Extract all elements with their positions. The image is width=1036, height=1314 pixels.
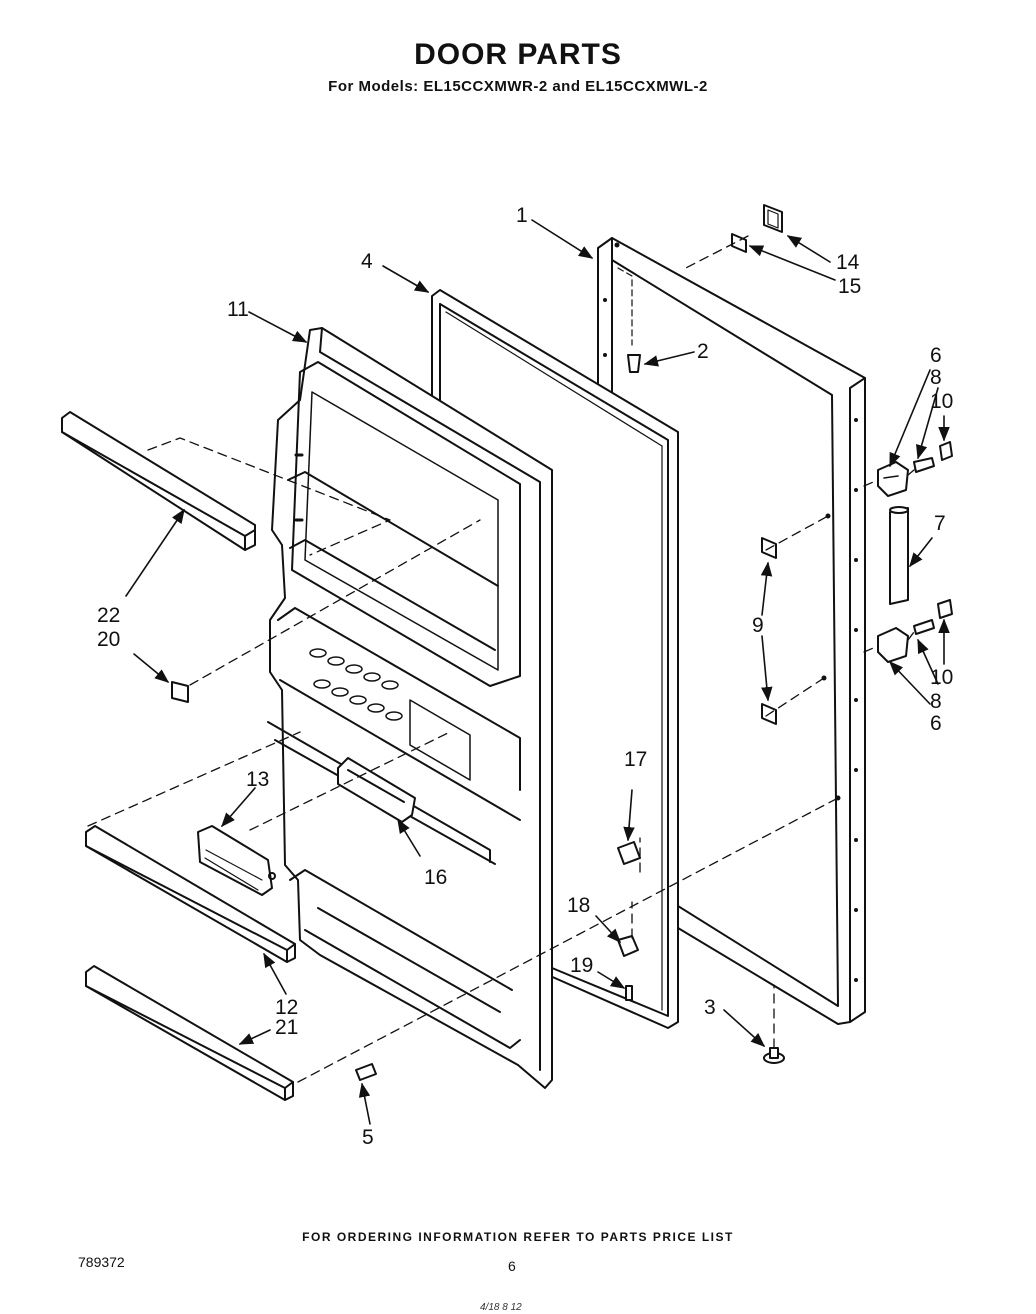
upper-hinge-assembly	[877, 441, 953, 497]
callout-22: 22	[97, 604, 120, 627]
middle-door-bar	[85, 825, 296, 963]
leader-arrows	[125, 219, 950, 1125]
callout-13: 13	[246, 768, 269, 791]
callout-9: 9	[752, 614, 764, 637]
callout-3: 3	[704, 996, 716, 1019]
ordering-note: FOR ORDERING INFORMATION REFER TO PARTS …	[302, 1230, 734, 1244]
callout-numbers: 1 4 11 2 14 15 6 8 10 7 9 10 8 6 22 20 1…	[97, 204, 953, 1149]
assembly-guide-lines	[87, 235, 915, 1083]
part-19-screw	[625, 985, 633, 1001]
callout-8-upper: 8	[930, 366, 942, 389]
part-5-screw	[355, 1063, 377, 1081]
callout-5: 5	[362, 1126, 374, 1149]
callout-12: 12	[275, 996, 298, 1019]
receiver	[197, 825, 276, 896]
callout-7: 7	[934, 512, 946, 535]
part-18-clip	[617, 935, 639, 957]
part-20-clip	[171, 681, 189, 703]
lower-hinge-assembly	[877, 599, 953, 663]
page-title: DOOR PARTS	[414, 38, 622, 71]
callout-6-lower: 6	[930, 712, 942, 735]
part-3-leveling-leg	[763, 1047, 785, 1064]
callout-11: 11	[227, 298, 249, 321]
callout-4: 4	[361, 250, 373, 273]
model-subtitle: For Models: EL15CCXMWR-2 and EL15CCXMWL-…	[328, 78, 708, 95]
callout-10-lower: 10	[930, 666, 953, 689]
callout-18: 18	[567, 894, 590, 917]
part-2-plug	[627, 354, 641, 373]
shelf-bracket	[337, 757, 416, 823]
callout-16: 16	[424, 866, 447, 889]
callout-21: 21	[275, 1016, 298, 1039]
callout-2: 2	[697, 340, 709, 363]
document-number: 789372	[78, 1254, 125, 1270]
callout-20: 20	[97, 628, 120, 651]
callout-8-lower: 8	[930, 690, 942, 713]
callout-15: 15	[838, 275, 861, 298]
part-14-cover	[763, 204, 783, 233]
page-number: 6	[508, 1258, 516, 1274]
callout-19: 19	[570, 954, 593, 977]
callout-6-upper: 6	[930, 344, 942, 367]
lower-door-bar	[85, 965, 294, 1101]
upper-door-bar	[61, 411, 256, 551]
callout-14: 14	[836, 251, 860, 274]
date-stamp: 4/18 8 12	[480, 1302, 522, 1313]
callout-1: 1	[516, 204, 528, 227]
callout-10-upper: 10	[930, 390, 953, 413]
part-17-bracket	[617, 841, 641, 865]
door-liner	[267, 327, 553, 1089]
callout-17: 17	[624, 748, 647, 771]
hinge-pin-7	[889, 506, 909, 605]
